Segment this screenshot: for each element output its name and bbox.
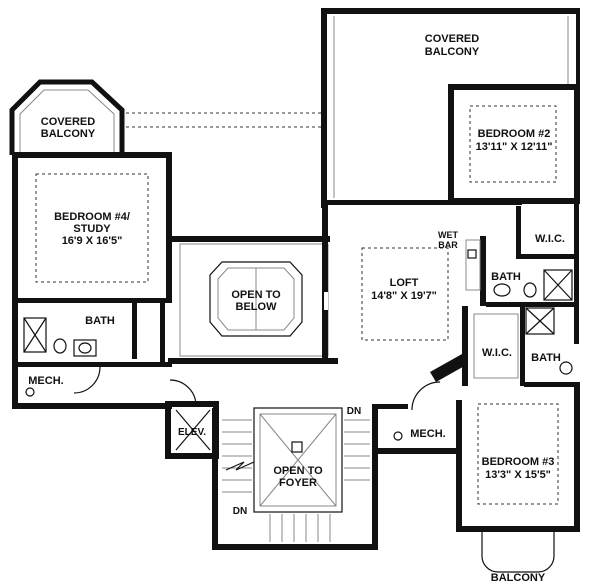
mech-left-label: MECH. (28, 375, 63, 387)
stair-and-foyer (212, 404, 378, 550)
loft-walls (322, 200, 522, 364)
loft-label-2: 14'8" X 19'7" (371, 290, 437, 302)
wet-bar-label-1: WET (438, 230, 458, 240)
wet-bar-label-2: BAR (438, 240, 458, 250)
bedroom-2-label-2: 13'11" X 12'11" (476, 141, 553, 153)
open-foyer-label-2: FOYER (279, 477, 317, 489)
wic-top-label: W.I.C. (535, 233, 565, 245)
dn-bottom-label: DN (233, 506, 247, 517)
bath-right-top-label: BATH (491, 271, 521, 283)
dashed-beam-lines (120, 112, 321, 128)
open-to-below-area (168, 236, 338, 364)
bath-right-mid-label: BATH (531, 352, 561, 364)
covered-balcony-left-label-2: BALCONY (41, 128, 96, 140)
open-below-label-1: OPEN TO (231, 289, 281, 301)
open-foyer-label-1: OPEN TO (273, 465, 323, 477)
mech-right-label: MECH. (410, 428, 445, 440)
bedroom-2-walls (448, 84, 580, 204)
covered-balcony-top-label-2: BALCONY (425, 46, 480, 58)
dn-top-label: DN (347, 406, 361, 417)
bedroom-3-label-1: BEDROOM #3 (482, 456, 555, 468)
bath-left-label: BATH (85, 315, 115, 327)
right-mech-area (378, 381, 458, 454)
wic-mid-bath-mid-area (462, 306, 580, 387)
balcony-bottom-label: BALCONY (491, 572, 546, 584)
elevator-shaft (165, 379, 219, 459)
bedroom-4-label-3: 16'9 X 16'5" (62, 235, 123, 247)
wic-mid-label: W.I.C. (482, 347, 512, 359)
covered-balcony-left-label-1: COVERED (41, 116, 95, 128)
covered-balcony-top-outline (321, 8, 580, 208)
wet-bar-wic-bath-area (465, 204, 579, 344)
left-bath-mech-area (12, 303, 172, 409)
bedroom-4-label-1: BEDROOM #4/ (54, 211, 130, 223)
loft-label-1: LOFT (390, 277, 419, 289)
covered-balcony-left-outline (9, 79, 125, 155)
bedroom-4-walls (12, 152, 172, 408)
bedroom-3-label-2: 13'3" X 15'5" (485, 469, 551, 481)
elevator-label: ELEV. (178, 427, 206, 438)
open-below-label-2: BELOW (236, 301, 278, 313)
covered-balcony-top-label-1: COVERED (425, 33, 479, 45)
bedroom-2-label-1: BEDROOM #2 (478, 128, 551, 140)
bedroom-4-label-2: STUDY (73, 223, 111, 235)
bedroom-3-walls (430, 354, 580, 573)
